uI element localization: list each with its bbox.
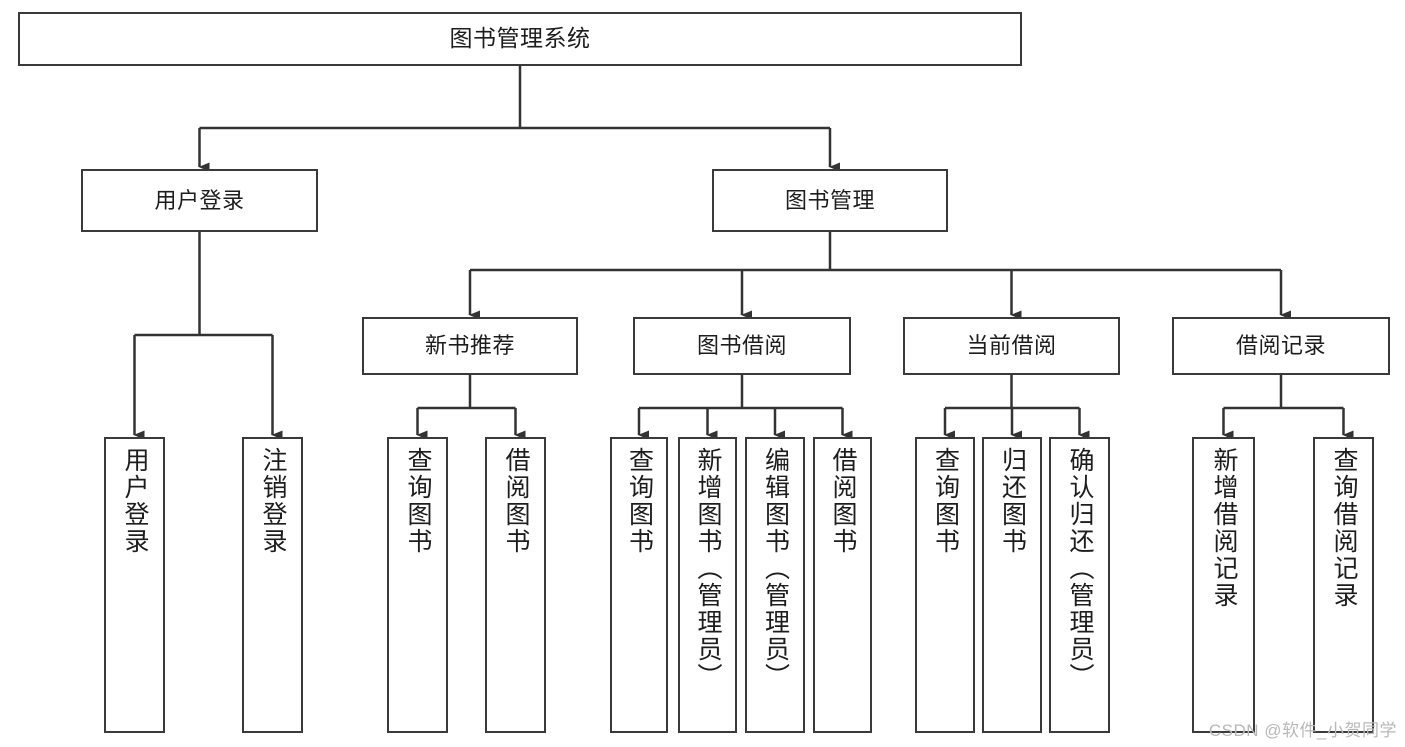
node-book-management-module-label: 图书管理 xyxy=(784,187,875,213)
node-current-borrow-label: 当前借阅 xyxy=(966,333,1057,359)
leaf-record-query[interactable]: 查询借阅记录 xyxy=(1313,437,1374,733)
leaf-current-confirm-return-label: 确认归还（管理员） xyxy=(1066,447,1094,690)
leaf-current-confirm-return[interactable]: 确认归还（管理员） xyxy=(1049,437,1110,733)
node-new-book-recommend[interactable]: 新书推荐 xyxy=(362,317,578,375)
leaf-borrow-add-book[interactable]: 新增图书（管理员） xyxy=(678,437,737,733)
node-book-borrow-label: 图书借阅 xyxy=(696,333,787,359)
leaf-borrow-edit-book[interactable]: 编辑图书（管理员） xyxy=(745,437,805,733)
node-user-login-module-label: 用户登录 xyxy=(154,187,245,213)
leaf-user-logout[interactable]: 注销登录 xyxy=(242,437,303,733)
leaf-new-query-book[interactable]: 查询图书 xyxy=(387,437,448,733)
leaf-borrow-edit-book-label: 编辑图书（管理员） xyxy=(761,447,790,690)
leaf-borrow-query-book[interactable]: 查询图书 xyxy=(610,437,668,733)
node-current-borrow[interactable]: 当前借阅 xyxy=(903,317,1120,375)
leaf-current-query-book[interactable]: 查询图书 xyxy=(915,437,975,733)
watermark-text: CSDN @软件_小贺同学 xyxy=(1208,721,1397,740)
node-borrow-record[interactable]: 借阅记录 xyxy=(1172,317,1390,375)
leaf-borrow-add-book-label: 新增图书（管理员） xyxy=(694,447,722,690)
leaf-user-login[interactable]: 用户登录 xyxy=(104,437,165,733)
leaf-new-borrow-book-label: 借阅图书 xyxy=(502,447,530,555)
node-user-login-module[interactable]: 用户登录 xyxy=(81,169,318,232)
node-new-book-recommend-label: 新书推荐 xyxy=(424,333,515,359)
leaf-new-query-book-label: 查询图书 xyxy=(404,447,432,555)
node-book-borrow[interactable]: 图书借阅 xyxy=(633,317,851,375)
leaf-record-query-label: 查询借阅记录 xyxy=(1330,447,1358,609)
leaf-current-query-book-label: 查询图书 xyxy=(931,447,960,555)
node-root[interactable]: 图书管理系统 xyxy=(18,12,1022,66)
leaf-user-login-label: 用户登录 xyxy=(121,447,149,555)
leaf-record-add-label: 新增借阅记录 xyxy=(1210,447,1238,609)
node-borrow-record-label: 借阅记录 xyxy=(1235,333,1326,359)
leaf-borrow-borrow-book[interactable]: 借阅图书 xyxy=(813,437,872,733)
leaf-borrow-query-book-label: 查询图书 xyxy=(625,447,654,555)
leaf-borrow-borrow-book-label: 借阅图书 xyxy=(829,447,857,555)
node-root-label: 图书管理系统 xyxy=(449,25,591,52)
leaf-new-borrow-book[interactable]: 借阅图书 xyxy=(485,437,546,733)
leaf-current-return-book[interactable]: 归还图书 xyxy=(982,437,1042,733)
node-book-management-module[interactable]: 图书管理 xyxy=(712,169,948,232)
leaf-user-logout-label: 注销登录 xyxy=(259,447,287,555)
edge-group xyxy=(133,66,1354,440)
leaf-record-add[interactable]: 新增借阅记录 xyxy=(1192,437,1255,733)
leaf-current-return-book-label: 归还图书 xyxy=(998,447,1027,555)
